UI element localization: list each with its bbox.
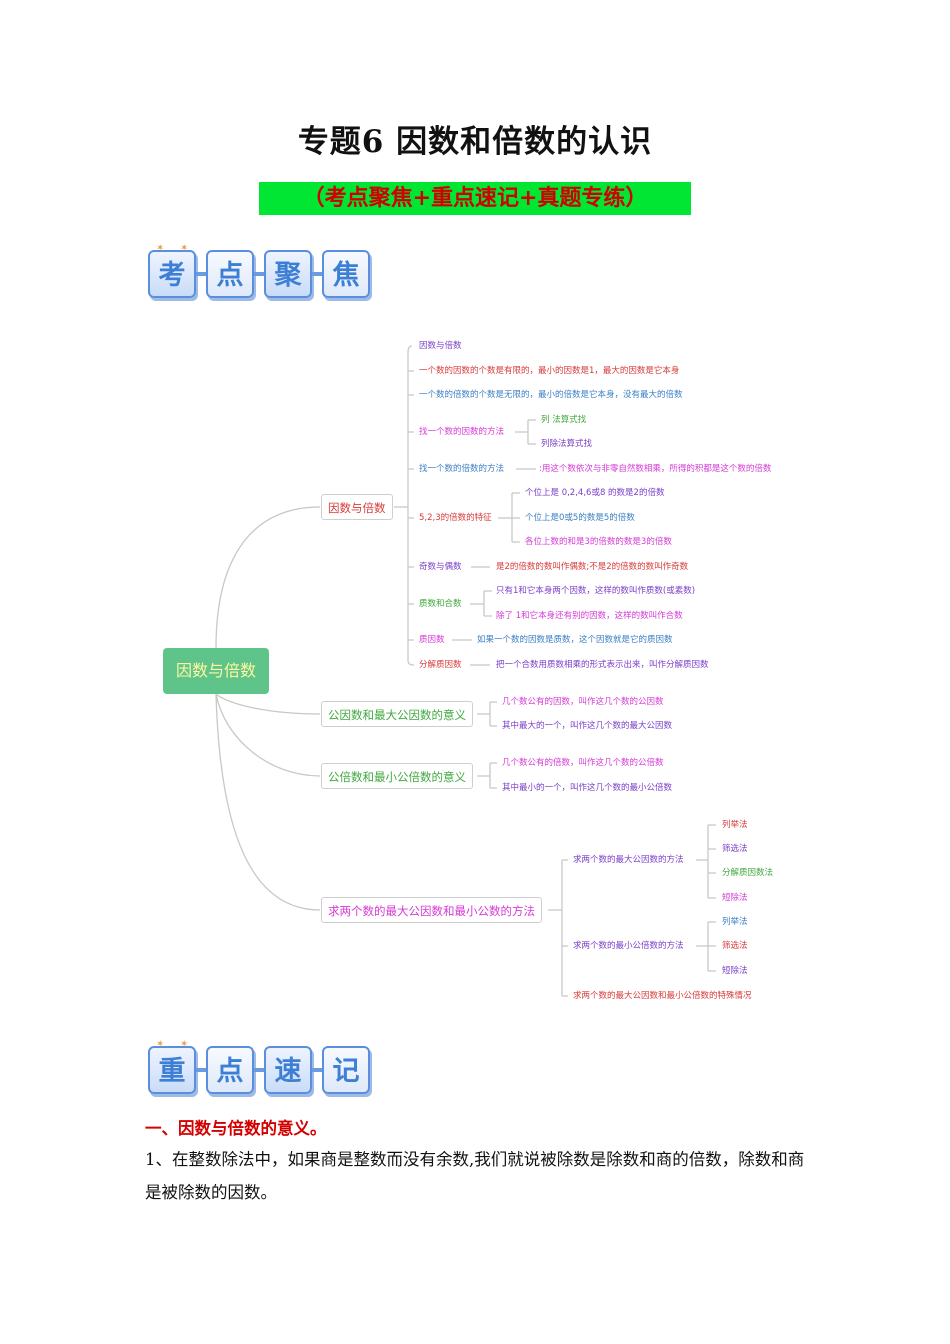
node-multiple-count: 一个数的倍数的个数是无限的，最小的倍数是它本身，没有最大的倍数 <box>419 390 683 400</box>
mindmap-root: 因数与倍数 <box>163 648 269 694</box>
branch-factors-multiples: 因数与倍数 <box>321 494 393 520</box>
tile-ju: 聚 <box>264 250 312 298</box>
tile-connector <box>312 272 322 276</box>
tile-dian: 点 <box>206 250 254 298</box>
tile-su: 速 <box>264 1046 312 1094</box>
node-gcd-sieve: 筛选法 <box>722 844 748 854</box>
node-gcd-factorize: 分解质因数法 <box>722 868 774 878</box>
node-lcm-listing: 列举法 <box>722 917 748 927</box>
branch-lcm-meaning: 公倍数和最小公倍数的意义 <box>321 763 473 789</box>
tile-connector <box>254 272 264 276</box>
page-title: 专题6 因数和倍数的认识 <box>297 124 653 160</box>
tile-connector <box>312 1068 322 1072</box>
node-prime: 只有1和它本身两个因数，这样的数叫作质数(或素数) <box>496 586 696 596</box>
node-factor-count: 一个数的因数的个数是有限的，最小的因数是1，最大的因数是它本身 <box>419 366 680 376</box>
section-paragraph: 1、在整数除法中，如果商是整数而没有余数,我们就说被除数是除数和商的倍数，除数和… <box>145 1150 805 1202</box>
star-icon: ✶ <box>180 1039 189 1050</box>
tile-connector <box>196 272 206 276</box>
node-find-factors-a: 列 法算式找 <box>541 415 587 425</box>
node-lcm: 其中最小的一个，叫作这几个数的最小公倍数 <box>502 783 673 793</box>
node-find-factors: 找一个数的因数的方法 <box>419 427 505 437</box>
page-subtitle: （考点聚焦+重点速记+真题专练） <box>259 182 691 215</box>
branch-gcd-lcm-methods: 求两个数的最大公因数和最小公数的方法 <box>321 897 542 923</box>
node-lcm-sieve: 筛选法 <box>722 941 748 951</box>
node-div-2: 个位上是 0,2,4,6或8 的数是2的倍数 <box>525 488 665 498</box>
node-gcd-short-div: 短除法 <box>722 893 748 903</box>
tile-connector <box>196 1068 206 1072</box>
node-common-factor: 几个数公有的因数，叫作这几个数的公因数 <box>502 697 664 707</box>
node-special-case: 求两个数的最大公因数和最小公倍数的特殊情况 <box>573 991 752 1001</box>
node-gcd-listing: 列举法 <box>722 820 748 830</box>
tile-ji: 记 <box>322 1046 370 1094</box>
tile-connector <box>254 1068 264 1072</box>
node-lcm-method: 求两个数的最小公倍数的方法 <box>573 941 684 951</box>
node-odd-even: 奇数与偶数 <box>419 562 462 572</box>
node-divisibility: 5,2,3的倍数的特征 <box>419 513 492 523</box>
node-gcd-method: 求两个数的最大公因数的方法 <box>573 855 684 865</box>
star-icon: ✶ <box>156 243 165 254</box>
node-odd-even-a: 是2的倍数的数叫作偶数;不是2的倍数的数叫作奇数 <box>496 562 689 572</box>
star-icon: ✶ <box>156 1039 165 1050</box>
tile-dian2: 点 <box>206 1046 254 1094</box>
node-prime-factor: 质因数 <box>419 635 445 645</box>
node-factors-multiples: 因数与倍数 <box>419 341 462 351</box>
tile-kao: 考 <box>148 250 196 298</box>
node-gcd: 其中最大的一个，叫作这几个数的最大公因数 <box>502 721 673 731</box>
node-prime-factor-a: 如果一个数的因数是质数，这个因数就是它的质因数 <box>477 635 673 645</box>
section-heading: 一、因数与倍数的意义。 <box>145 1119 327 1138</box>
tile-zhong: 重 <box>148 1046 196 1094</box>
node-find-factors-b: 列除法算式找 <box>541 439 593 449</box>
node-find-multiples-a: :用这个数依次与非零自然数相乘，所得的积都是这个数的倍数 <box>539 464 772 474</box>
star-icon: ✶ <box>180 243 189 254</box>
node-factorization-a: 把一个合数用质数相乘的形式表示出来，叫作分解质因数 <box>496 660 709 670</box>
branch-gcd-meaning: 公因数和最大公因数的意义 <box>321 701 473 727</box>
node-common-multiple: 几个数公有的倍数，叫作这几个数的公倍数 <box>502 758 664 768</box>
node-find-multiples: 找一个数的倍数的方法 <box>419 464 505 474</box>
tile-jiao: 焦 <box>322 250 370 298</box>
node-factorization: 分解质因数 <box>419 660 462 670</box>
node-lcm-short-div: 短除法 <box>722 966 748 976</box>
node-composite: 除了 1和它本身还有别的因数，这样的数叫作合数 <box>496 611 683 621</box>
node-prime-composite: 质数和合数 <box>419 599 462 609</box>
node-div-5: 个位上是0或5的数是5的倍数 <box>525 513 635 523</box>
node-div-3: 各位上数的和是3的倍数的数是3的倍数 <box>525 537 672 547</box>
